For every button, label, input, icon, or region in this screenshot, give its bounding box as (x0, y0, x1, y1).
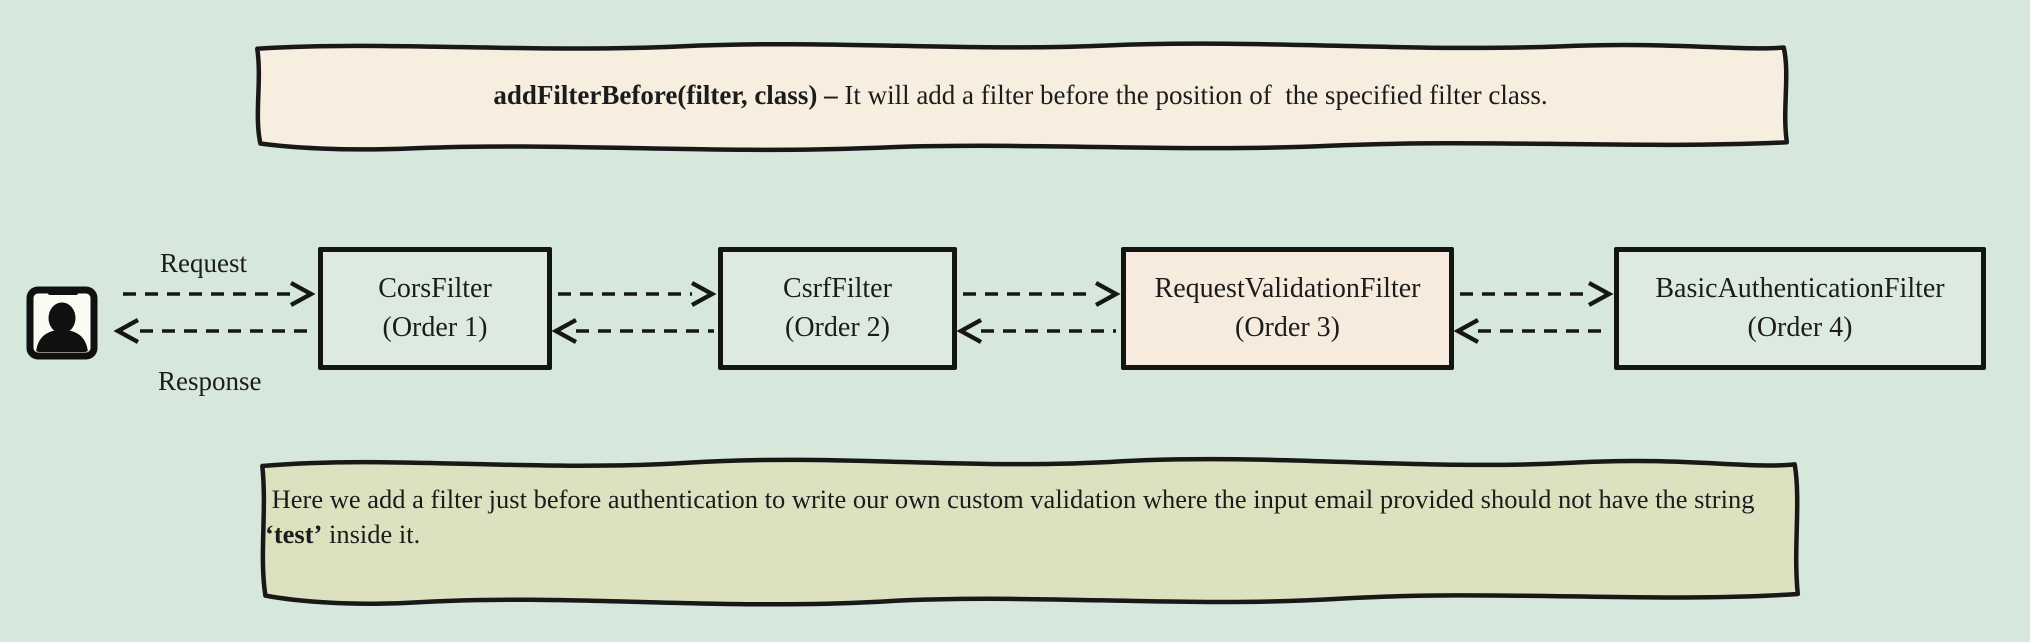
bottom-note-text: Here we add a filter just before authent… (253, 450, 1804, 610)
bottom-note-bold: ‘test’ (265, 518, 323, 549)
filter-name: CorsFilter (378, 272, 492, 304)
top-note-box: addFilterBefore(filter, class) – It will… (248, 37, 1793, 154)
sketchy-border (248, 37, 1793, 154)
filter-box-corsfilter: CorsFilter (Order 1) (318, 247, 552, 370)
bottom-note-pre: Here we add a filter just before authent… (265, 484, 1762, 514)
filter-name: RequestValidationFilter (1154, 272, 1421, 304)
filter-box-requestvalidationfilter: RequestValidationFilter (Order 3) (1121, 247, 1454, 370)
filter-box-csrffilter: CsrfFilter (Order 2) (718, 247, 957, 370)
filter-order: (Order 1) (382, 311, 488, 343)
filter-order: (Order 3) (1235, 311, 1340, 343)
filter-order: (Order 4) (1747, 311, 1853, 343)
bottom-note-box: Here we add a filter just before authent… (253, 450, 1804, 610)
filter-name: CsrfFilter (783, 272, 892, 304)
sketchy-border (253, 450, 1804, 610)
filter-box-basicauthenticationfilter: BasicAuthenticationFilter (Order 4) (1614, 247, 1986, 370)
filter-name: BasicAuthenticationFilter (1655, 272, 1945, 304)
filter-order: (Order 2) (785, 311, 890, 343)
bottom-note-post: inside it. (322, 518, 421, 549)
user-portrait-icon (24, 278, 100, 364)
request-label: Request (160, 248, 247, 278)
response-label: Response (158, 366, 262, 396)
top-note-rest: It will add a filter before the position… (837, 79, 1548, 110)
top-note-text: addFilterBefore(filter, class) – It will… (248, 37, 1793, 154)
top-note-bold: addFilterBefore(filter, class) – (493, 79, 838, 110)
